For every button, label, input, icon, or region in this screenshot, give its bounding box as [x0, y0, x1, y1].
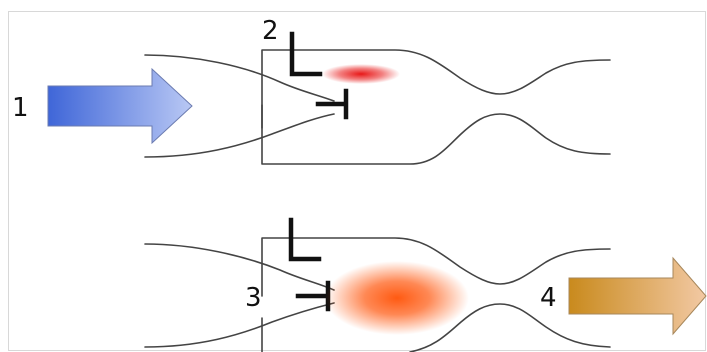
- top-engine-intake-upper-curve: [144, 54, 335, 102]
- top-engine-lower-body: [261, 104, 611, 165]
- label-1: 1: [12, 93, 29, 123]
- bottom-engine: 3 4: [144, 217, 707, 352]
- bottom-engine-intake-lower-curve: [144, 302, 335, 348]
- top-engine-lower-valve: [315, 88, 349, 120]
- top-engine: 1 2: [12, 16, 611, 165]
- bottom-engine-upper-body: [261, 237, 611, 297]
- bottom-engine-upper-valve: [288, 217, 322, 262]
- bottom-engine-lower-body: [261, 303, 611, 352]
- arrow-right-icon: [47, 67, 193, 145]
- bottom-engine-intake-upper-curve: [144, 243, 335, 291]
- top-engine-intake-lower-curve: [144, 113, 335, 158]
- top-engine-upper-valve: [289, 31, 323, 77]
- large-flame-icon: [325, 261, 469, 335]
- label-2: 2: [262, 16, 279, 46]
- top-engine-upper-body: [261, 49, 611, 129]
- small-flame-icon: [322, 64, 400, 84]
- label-3: 3: [245, 283, 262, 313]
- label-4: 4: [540, 283, 557, 313]
- arrow-right-icon: [568, 256, 707, 336]
